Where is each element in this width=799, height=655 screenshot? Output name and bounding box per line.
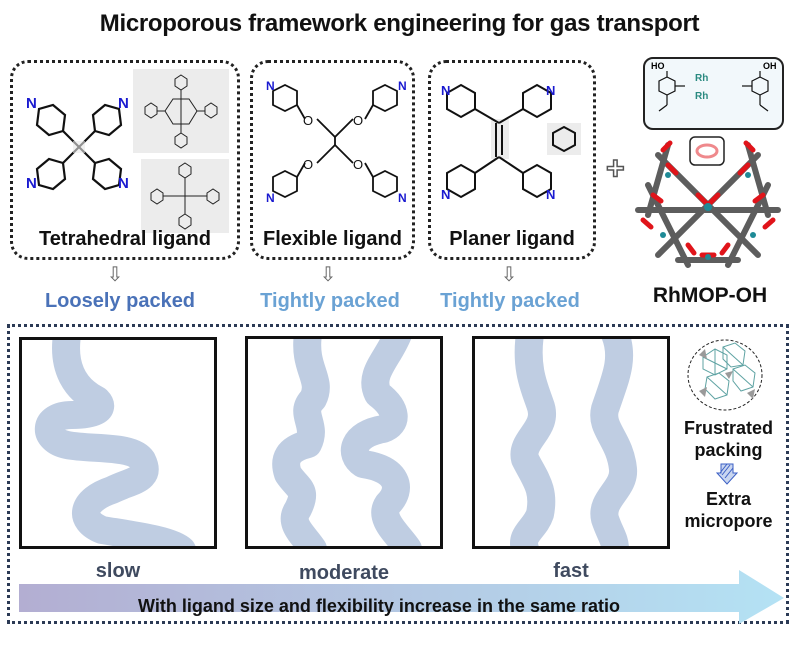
- ligand-label: Flexible ligand: [263, 228, 402, 250]
- nitrogen-label: N: [26, 175, 37, 192]
- micropore-label: micropore: [684, 511, 773, 531]
- nitrogen-label: N: [441, 187, 451, 202]
- tetrahedral-ligand-panel: N N N N Tetrahe: [10, 60, 240, 260]
- hatched-down-arrow-icon: [716, 463, 738, 485]
- flexible-ligand-structure: [272, 83, 398, 199]
- channel-diagram-fast: [472, 336, 670, 549]
- frustrated-packing-circle: [687, 339, 763, 411]
- oxygen-label: O: [353, 113, 364, 128]
- nitrogen-label: N: [118, 95, 129, 112]
- gas-channel-path: [340, 339, 422, 546]
- oxygen-label: O: [303, 113, 314, 128]
- flexible-ligand-panel: N N N N O O O O Flexible ligand: [250, 60, 415, 260]
- rhodium-label: Rh: [695, 91, 709, 102]
- rh-paddlewheel-formula: HO OH Rh Rh: [643, 57, 784, 130]
- packing-label-tight: Tightly packed: [260, 290, 400, 312]
- rhmop-label: RhMOP-OH: [652, 284, 768, 307]
- rhodium-label: Rh: [695, 73, 709, 84]
- speed-label-slow: slow: [95, 560, 141, 582]
- frustrated-label: Frustrated: [683, 418, 773, 438]
- nitrogen-label: N: [26, 95, 37, 112]
- ligand-label: Planer ligand: [449, 228, 575, 250]
- down-arrow-icon: ⇩: [319, 264, 337, 286]
- hydroxyl-label: OH: [763, 61, 777, 71]
- gas-channel-path: [590, 339, 637, 546]
- speed-label-moderate: moderate: [298, 562, 390, 584]
- oxygen-label: O: [353, 157, 364, 172]
- extra-label: Extra: [705, 489, 752, 509]
- nitrogen-label: N: [266, 79, 275, 93]
- increase-arrow-label: With ligand size and flexibility increas…: [138, 596, 620, 616]
- packing-label-tight: Tightly packed: [440, 290, 580, 312]
- gas-channel-path: [272, 339, 330, 546]
- hydroxyl-label: HO: [651, 61, 665, 71]
- nitrogen-label: N: [398, 79, 407, 93]
- speed-label-fast: fast: [553, 560, 589, 582]
- tetraphenylmethane-structure: [141, 159, 229, 233]
- tetrapyridylmethane-structure: [35, 103, 123, 191]
- adamantane-core-structure: [133, 69, 229, 153]
- ligand-label: Tetrahedral ligand: [39, 228, 211, 250]
- nitrogen-label: N: [546, 83, 556, 98]
- gas-channel-path: [510, 339, 556, 546]
- packing-label: packing: [694, 440, 763, 460]
- gas-channel-path: [34, 340, 196, 546]
- nitrogen-label: N: [441, 83, 451, 98]
- plus-icon: +: [605, 149, 625, 187]
- channel-diagram-slow: [19, 337, 217, 549]
- increase-arrow: [19, 570, 784, 624]
- rhmop-cage-model: [635, 136, 781, 268]
- down-arrow-icon: ⇩: [106, 264, 124, 286]
- nitrogen-label: N: [398, 191, 407, 205]
- oxygen-label: O: [303, 157, 314, 172]
- planer-ligand-panel: N N N N Planer ligand: [428, 60, 596, 260]
- nitrogen-label: N: [266, 191, 275, 205]
- gas-transport-panel: [7, 324, 789, 624]
- figure-title: Microporous framework engineering for ga…: [99, 10, 700, 37]
- nitrogen-label: N: [118, 175, 129, 192]
- nitrogen-label: N: [546, 187, 556, 202]
- channel-diagram-moderate: [245, 336, 443, 549]
- tetrapyridylethylene-structure: [446, 83, 581, 199]
- packing-label-loose: Loosely packed: [44, 290, 196, 312]
- down-arrow-icon: ⇩: [500, 264, 518, 286]
